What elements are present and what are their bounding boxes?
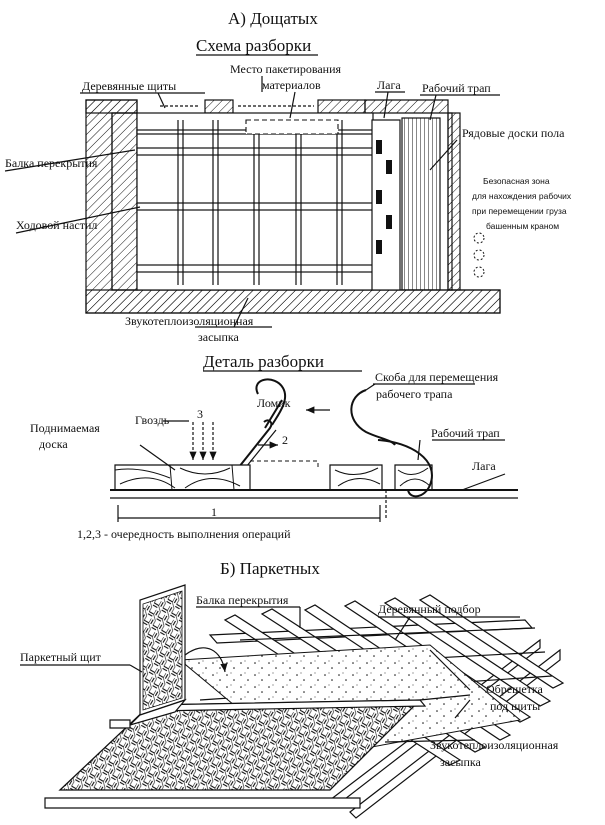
label-crowbar: Ломик	[257, 396, 291, 410]
label-work-ladder: Рабочий трап	[422, 81, 491, 95]
label-parquet-beam: Балка перекрытия	[196, 593, 289, 607]
label-parquet-insulation-2: засыпка	[440, 755, 482, 769]
floor-boards-stack	[401, 117, 441, 291]
label-floor-boards: Рядовые доски пола	[462, 126, 565, 140]
label-bracket-2: рабочего трапа	[376, 387, 453, 401]
label-packaging-materials: материалов	[262, 78, 321, 92]
label-walkway: Ходовой настил	[16, 218, 97, 232]
label-safe-zone-1: Безопасная зона	[483, 176, 550, 186]
label-step-3: 3	[197, 407, 203, 421]
label-safe-zone-2: для нахождения рабочих	[472, 191, 572, 201]
label-insulation-2: засыпка	[198, 330, 240, 344]
section-b-title: Б) Паркетных	[220, 559, 320, 578]
label-joist: Лага	[377, 78, 401, 92]
label-insulation-1: Звукотеплоизоляционная	[125, 314, 254, 328]
label-work-ladder-detail: Рабочий трап	[431, 426, 500, 440]
wall-segment	[317, 99, 366, 114]
label-wooden-filler: Деревянный подбор	[378, 602, 481, 616]
label-wooden-shields: Деревянные щиты	[82, 79, 176, 93]
label-safe-zone-3: при перемещении груза	[472, 206, 567, 216]
parquet-drawing	[20, 584, 565, 819]
label-lifted-board-1: Поднимаемая	[30, 421, 100, 435]
label-bracket-1: Скоба для перемещения	[375, 370, 499, 384]
packaging-area	[245, 119, 339, 135]
label-step-1: 1	[211, 505, 217, 519]
label-nail: Гвоздь	[135, 413, 170, 427]
label-lathing-1: Обрешетка	[486, 682, 544, 696]
section-a-title: А) Дощатых	[228, 9, 318, 28]
scheme-title: Схема разборки	[196, 36, 311, 55]
crowbar	[255, 378, 287, 426]
label-joist-detail: Лага	[472, 459, 496, 473]
wall-segment	[204, 99, 234, 114]
label-beam: Балка перекрытия	[5, 156, 98, 170]
label-lathing-2: под щиты	[490, 699, 540, 713]
label-step-2: 2	[282, 433, 288, 447]
label-parquet-shield: Паркетный щит	[20, 650, 102, 664]
label-safe-zone-4: башенным краном	[486, 221, 559, 231]
work-ladder-hook	[377, 439, 433, 498]
sequence-note: 1,2,3 - очередность выполнения операций	[77, 527, 291, 541]
dismantling-scheme	[4, 76, 501, 328]
label-lifted-board-2: доска	[39, 437, 68, 451]
detail-title: Деталь разборки	[203, 352, 324, 371]
label-packaging-place: Место пакетирования	[230, 62, 341, 76]
label-parquet-insulation-1: Звукотеплоизоляционная	[430, 738, 559, 752]
dismantling-detail	[110, 378, 518, 522]
